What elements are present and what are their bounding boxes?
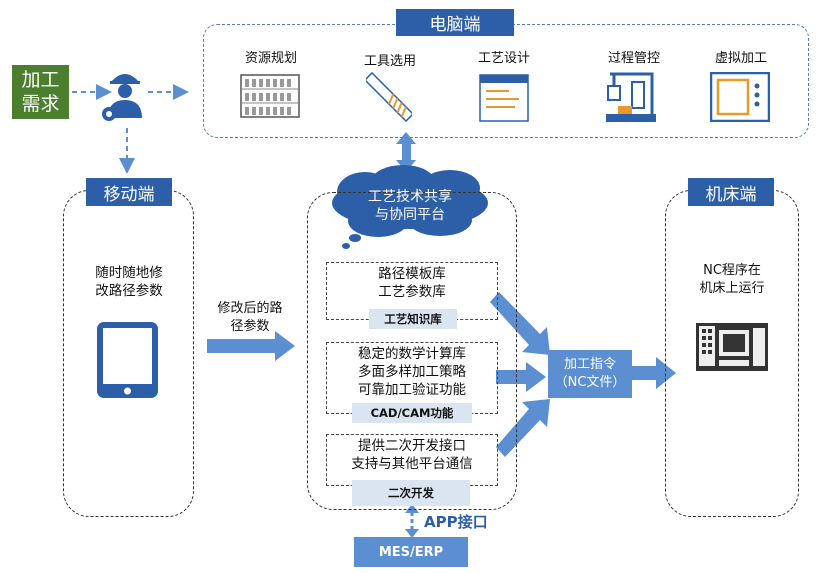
arrow-mobile-to-platform: [207, 331, 295, 361]
cloud-shape: [332, 165, 488, 249]
pc-item-label-3: 过程管控: [607, 51, 660, 66]
resource-plan-icon: [240, 74, 300, 118]
platform-block-1-text: 稳定的数学计算库 多面多样加工策略 可靠加工验证功能: [358, 346, 466, 398]
platform-block-1-tag: CAD/CAM功能: [352, 403, 472, 423]
arrow-block2-to-nc: [496, 362, 546, 392]
pc-item-label-2: 工艺设计: [477, 51, 530, 66]
pc-item-label-0: 资源规划: [244, 51, 297, 66]
mobile-desc: 随时随地修 改路径参数: [95, 265, 163, 299]
arrow-nc-to-machine: [630, 357, 676, 389]
mobile-to-platform-label: 修改后的路 径参数: [217, 301, 283, 334]
arrow-block1-to-nc: [490, 292, 550, 355]
app-interface-label: APP接口: [424, 513, 488, 531]
platform-block-2-text: 提供二次开发接口 支持与其他平台通信: [351, 438, 473, 472]
requirement-box: 加工 需求: [12, 65, 69, 119]
mes-erp-box: MES/ERP: [354, 537, 468, 567]
virtual-machining-icon: [710, 72, 770, 122]
cloud-label: 工艺技术共享 与协同平台: [368, 189, 452, 223]
arrow-app-interface: [405, 504, 419, 538]
platform-block-2-tag: 二次开发: [352, 480, 470, 506]
tool-select-icon: [366, 72, 412, 122]
pc-header: 电脑端: [396, 9, 514, 36]
pc-item-label-1: 工具选用: [363, 54, 416, 69]
tablet-icon: [96, 321, 159, 399]
worker-icon: [100, 64, 150, 124]
machine-desc: NC程序在 机床上运行: [699, 263, 765, 296]
machine-header: 机床端: [688, 178, 774, 206]
process-design-icon: [479, 74, 529, 122]
process-control-icon: [604, 72, 660, 124]
arrow-block3-to-nc: [496, 399, 550, 457]
platform-block-0-text: 路径模板库 工艺参数库: [378, 266, 446, 300]
platform-block-0-tag: 工艺知识库: [369, 309, 457, 329]
nc-file-box: 加工指令 （NC文件）: [548, 350, 632, 398]
pc-item-label-4: 虚拟加工: [714, 51, 767, 66]
cnc-machine-icon: [695, 322, 769, 372]
mobile-header: 移动端: [86, 178, 172, 206]
platform-panel: [307, 192, 517, 510]
